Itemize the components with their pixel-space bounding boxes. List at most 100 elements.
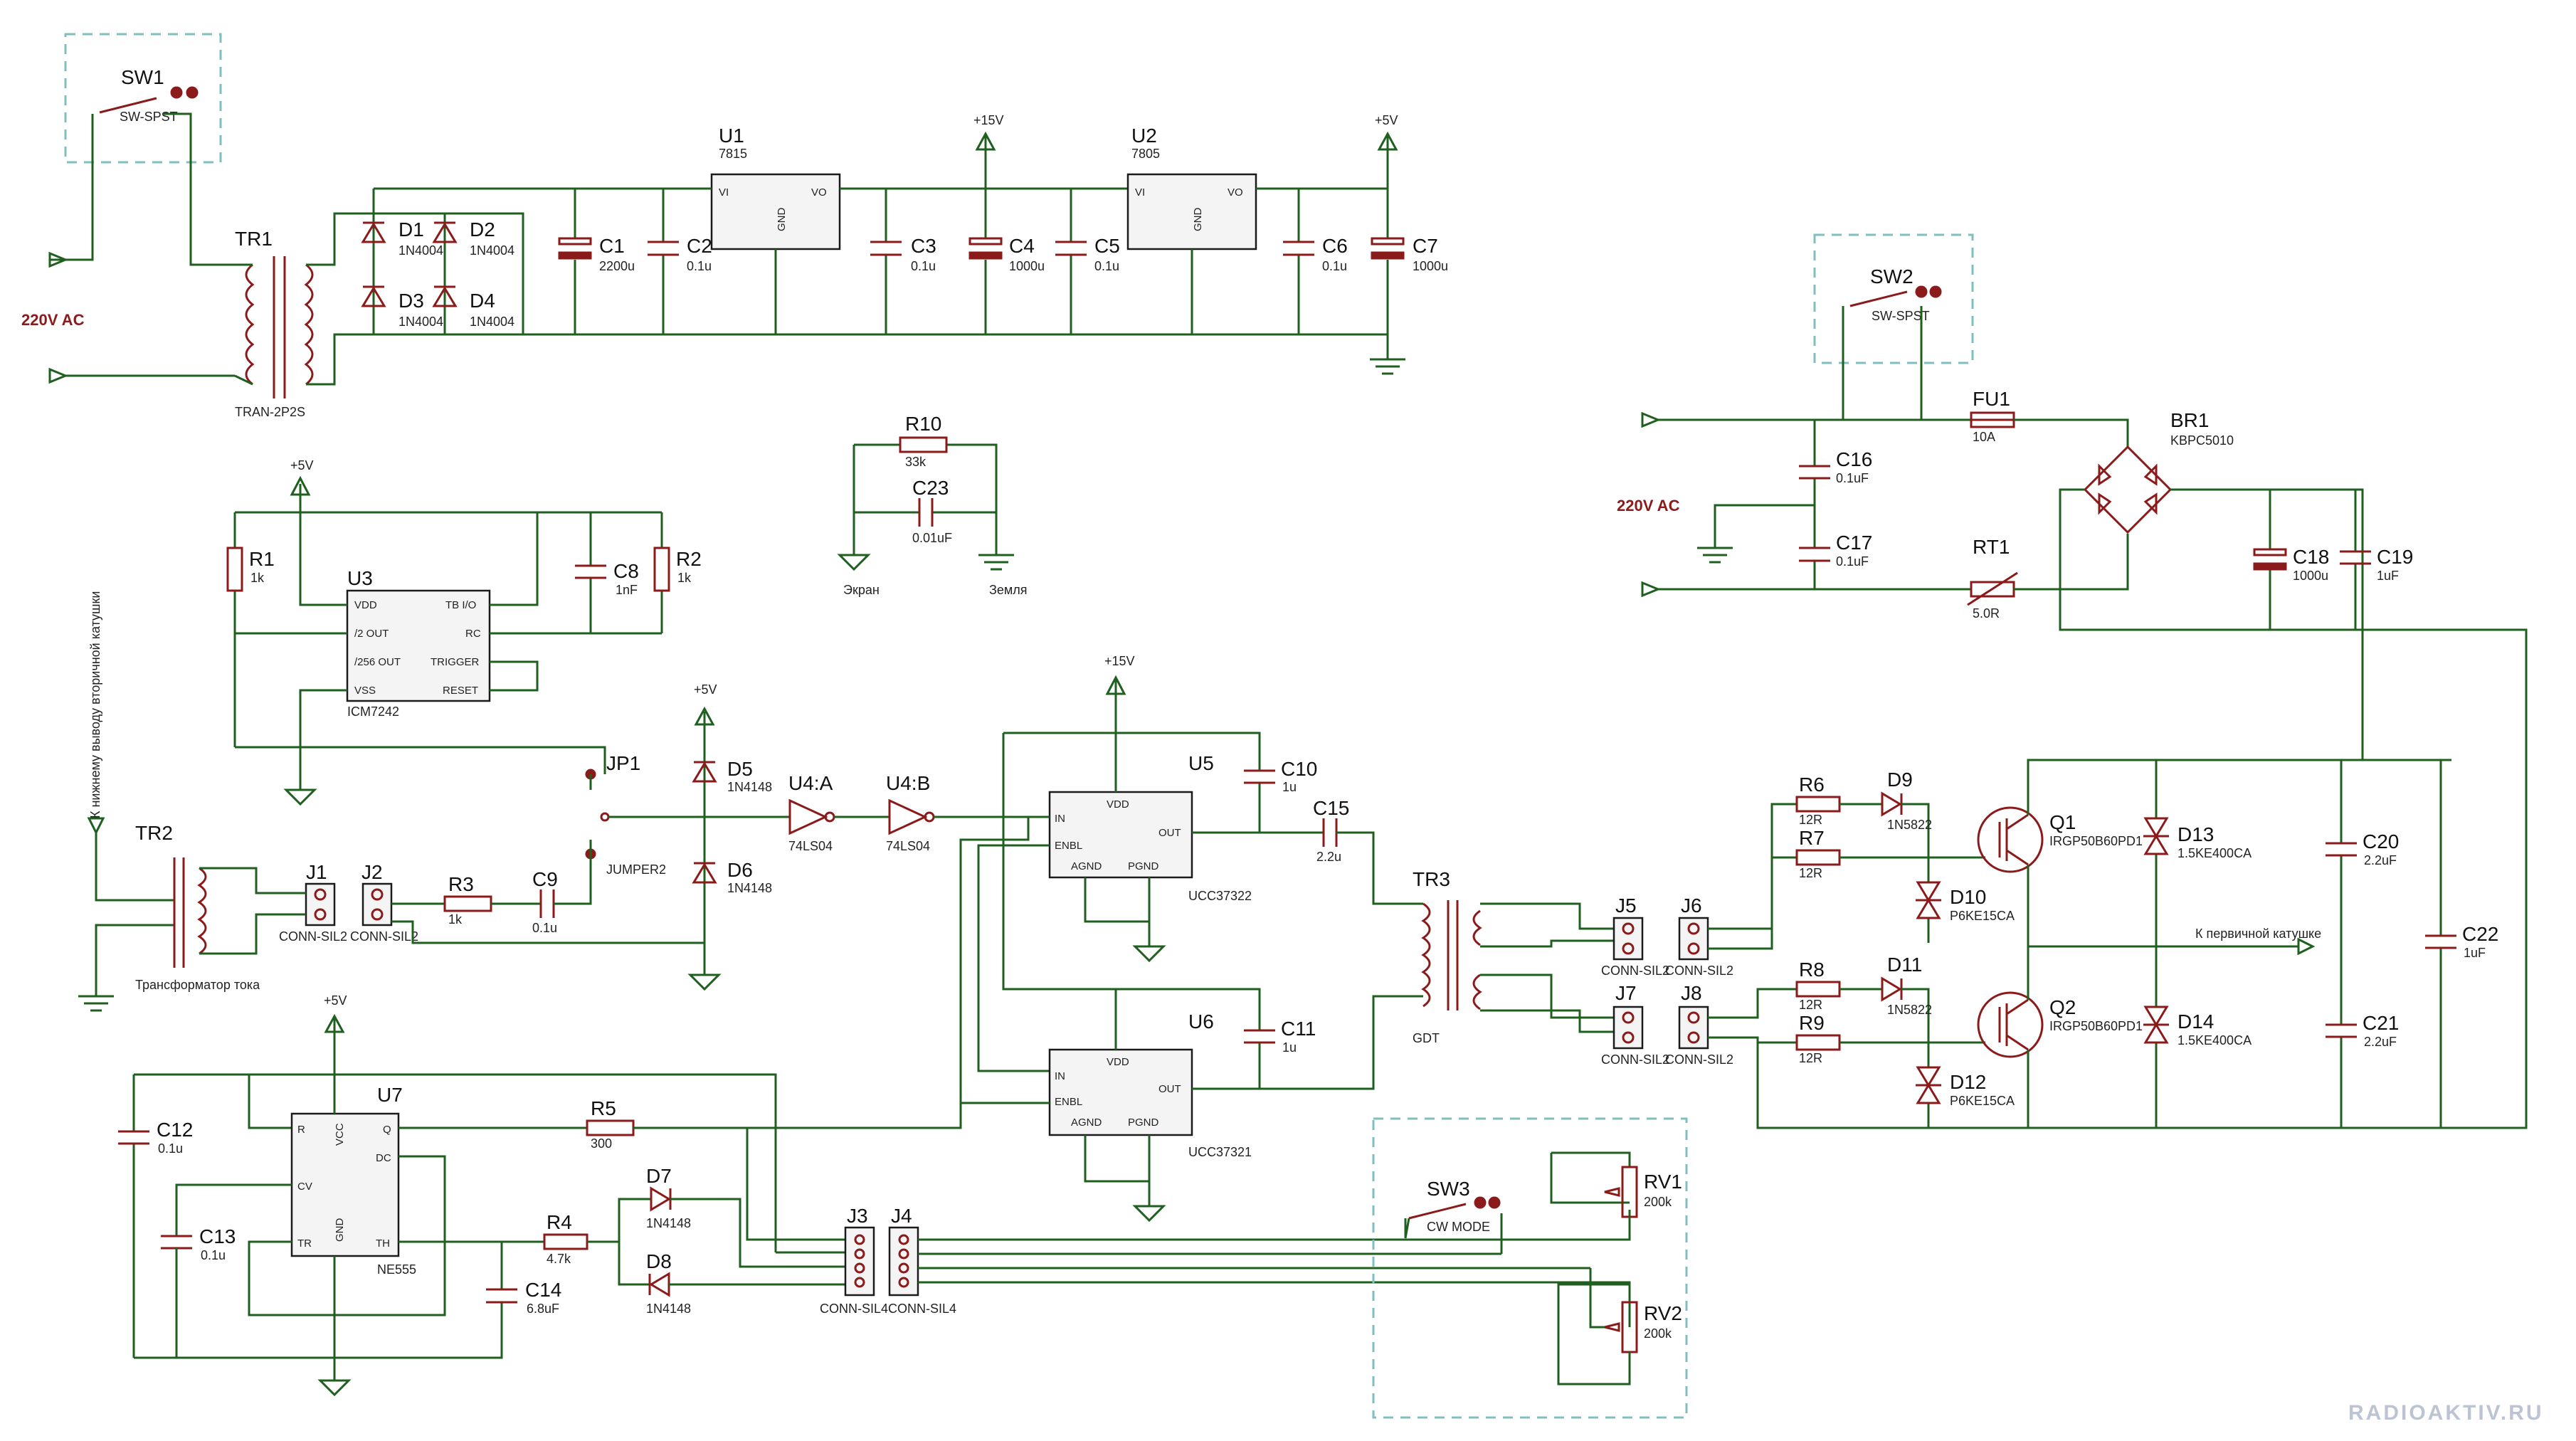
plus5v-label-1: +5V <box>1375 113 1398 127</box>
r4-label: R4 <box>547 1211 572 1233</box>
c19-capacitor: C19 1uF <box>2340 490 2413 630</box>
q1-igbt: Q1 IRGP50B60PD1 <box>1977 806 2143 873</box>
q1-value: IRGP50B60PD1 <box>2049 834 2143 848</box>
d6-value: 1N4148 <box>727 881 772 895</box>
u7-pin-gnd: GND <box>334 1218 346 1242</box>
c15-value: 2.2u <box>1316 850 1341 864</box>
c22-label: C22 <box>2462 923 2498 945</box>
plus5v-label-3: +5V <box>694 682 717 697</box>
driver-section: +15V U5 UCC37322 VDD IN ENBL AGND PGND O… <box>959 654 1423 1223</box>
j5-connector: J5 CONN-SIL2 <box>1601 894 1669 978</box>
u4-inverters: U4:A 74LS04 U4:B 74LS04 <box>704 772 1028 853</box>
r5-label: R5 <box>591 1097 616 1119</box>
c1-label: C1 <box>599 235 625 257</box>
r6-resistor: R6 12R <box>1795 774 1841 827</box>
d8-value: 1N4148 <box>646 1302 691 1316</box>
sw1-type: SW-SPST <box>120 110 178 124</box>
c10-label: C10 <box>1281 758 1317 780</box>
watermark: RADIOAKTIV.RU <box>2348 1401 2544 1425</box>
u7-pin-tr: TR <box>297 1237 312 1250</box>
r3-value: 1k <box>448 912 463 927</box>
jp1-jumper[interactable]: JP1 JUMPER2 <box>585 752 704 877</box>
sw1-switch[interactable]: SW1 SW-SPST <box>99 66 199 124</box>
c4-value: 1000u <box>1009 259 1045 273</box>
d9-value: 1N5822 <box>1887 818 1932 832</box>
c5-capacitor: C5 0.1u <box>1055 189 1120 334</box>
j4-value: CONN-SIL4 <box>888 1302 956 1316</box>
rv1-label: RV1 <box>1644 1171 1682 1193</box>
sw3-switch[interactable]: SW3 CW MODE <box>1408 1178 1501 1234</box>
rv2-label: RV2 <box>1644 1302 1682 1324</box>
rv1-potentiometer[interactable]: RV1 200k <box>1604 1166 1682 1218</box>
plus15v-rail-2: +15V <box>1104 654 1135 733</box>
c21-value: 2.2uF <box>2364 1035 2397 1049</box>
d12-tvs: D12 P6KE15CA <box>1916 1043 2015 1128</box>
clamp-diodes: +5V D5 1N4148 D6 1N4148 <box>687 682 772 991</box>
plus5v-label-2: +5V <box>290 458 314 473</box>
ground-symbol-u7 <box>317 1379 352 1397</box>
c9-value: 0.1u <box>532 921 557 935</box>
sw2-type: SW-SPST <box>1872 309 1930 323</box>
c19-label: C19 <box>2377 546 2413 568</box>
d12-label: D12 <box>1950 1071 1986 1093</box>
r3-resistor: R3 1k <box>443 873 492 927</box>
u7-value: NE555 <box>377 1262 416 1277</box>
tr1-transformer: TR1 TRAN-2P2S <box>234 228 314 419</box>
r7-resistor: R7 12R <box>1795 827 1841 880</box>
tr3-value: GDT <box>1413 1031 1440 1045</box>
ekran-label: Экран <box>843 583 880 597</box>
c9-capacitor: C9 0.1u <box>532 868 558 935</box>
plus15v-rail-1: +15V <box>973 113 1004 189</box>
ground-symbol-u5 <box>1132 945 1166 963</box>
ground-symbol-clamp <box>687 973 722 991</box>
u4b-label: U4:B <box>886 772 930 794</box>
r8-resistor: R8 12R <box>1795 959 1841 1012</box>
r7-value: 12R <box>1799 866 1822 880</box>
plus5v-rail-1: +5V <box>1375 113 1398 189</box>
u1-label: U1 <box>719 125 744 147</box>
r9-label: R9 <box>1799 1012 1825 1034</box>
u2-gnd: GND <box>1192 208 1204 232</box>
fu1-fuse: FU1 10A <box>1970 388 2015 444</box>
c5-label: C5 <box>1094 235 1120 257</box>
u4a-label: U4:A <box>788 772 833 794</box>
d10-value: P6KE15CA <box>1950 909 2015 923</box>
rv1-value: 200k <box>1644 1195 1672 1209</box>
u6-value: UCC37321 <box>1188 1145 1252 1159</box>
c23-label: C23 <box>912 477 949 499</box>
d14-tvs: D14 1.5KE400CA <box>2143 946 2252 1128</box>
r5-value: 300 <box>591 1136 612 1151</box>
c17-capacitor: C17 0.1uF <box>1799 505 1872 589</box>
u1-value: 7815 <box>719 147 747 161</box>
j1-value: CONN-SIL2 <box>279 929 347 944</box>
c7-capacitor: C7 1000u <box>1371 189 1448 334</box>
u6-pin-agnd: AGND <box>1071 1117 1102 1129</box>
j6-label: J6 <box>1681 894 1702 917</box>
rv2-potentiometer[interactable]: RV2 200k <box>1604 1301 1682 1353</box>
r5-resistor: R5 300 <box>586 1097 635 1151</box>
d13-tvs: D13 1.5KE400CA <box>2143 760 2252 946</box>
u7-label: U7 <box>377 1084 403 1106</box>
d14-label: D14 <box>2178 1010 2214 1033</box>
j1-connector: J1 CONN-SIL2 <box>279 861 347 944</box>
c20-label: C20 <box>2363 830 2399 853</box>
c20-value: 2.2uF <box>2364 853 2397 867</box>
u5-value: UCC37322 <box>1188 889 1252 903</box>
ne555-section: +5V U7 NE555 R CV TR Q DC TH VCC GND C12… <box>118 993 1631 1397</box>
c16-label: C16 <box>1836 448 1872 470</box>
c17-value: 0.1uF <box>1836 554 1869 569</box>
c14-value: 6.8uF <box>527 1302 559 1316</box>
q2-value: IRGP50B60PD1 <box>2049 1019 2143 1033</box>
q1-label: Q1 <box>2049 811 2076 833</box>
c17-label: C17 <box>1836 532 1872 554</box>
c22-value: 1uF <box>2464 946 2486 960</box>
j2-connector: J2 CONN-SIL2 <box>350 861 418 944</box>
d14-value: 1.5KE400CA <box>2178 1033 2252 1047</box>
u4b-value: 74LS04 <box>886 839 930 853</box>
j2-label: J2 <box>361 861 383 883</box>
c5-value: 0.1u <box>1094 259 1119 273</box>
u5-pin-pgnd: PGND <box>1128 860 1159 872</box>
sw2-switch[interactable]: SW2 SW-SPST <box>1849 265 1942 323</box>
j5-value: CONN-SIL2 <box>1601 964 1669 978</box>
